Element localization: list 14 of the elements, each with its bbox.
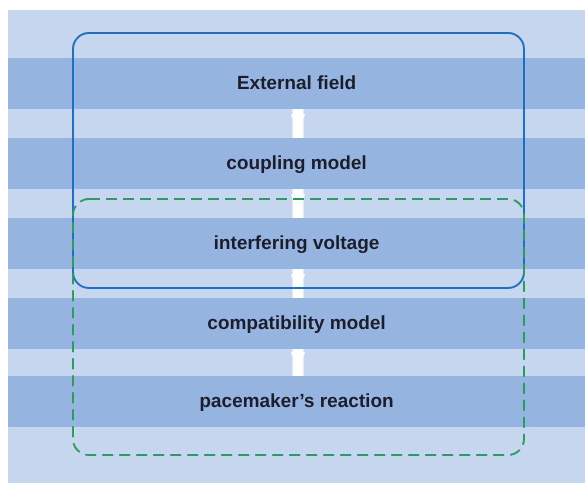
process-band bbox=[8, 58, 585, 109]
band-label: External field bbox=[236, 72, 356, 94]
band-label: compatibility model bbox=[207, 312, 386, 334]
process-band bbox=[8, 218, 585, 269]
band-label: coupling model bbox=[226, 152, 367, 174]
band-label: interfering voltage bbox=[214, 232, 380, 254]
process-band bbox=[8, 298, 585, 349]
arrow bbox=[291, 349, 305, 376]
arrow bbox=[291, 269, 305, 298]
arrow bbox=[291, 189, 305, 218]
arrow bbox=[291, 109, 305, 138]
process-band bbox=[8, 138, 585, 189]
process-band bbox=[8, 376, 585, 427]
band-label: pacemaker’s reaction bbox=[199, 390, 394, 412]
